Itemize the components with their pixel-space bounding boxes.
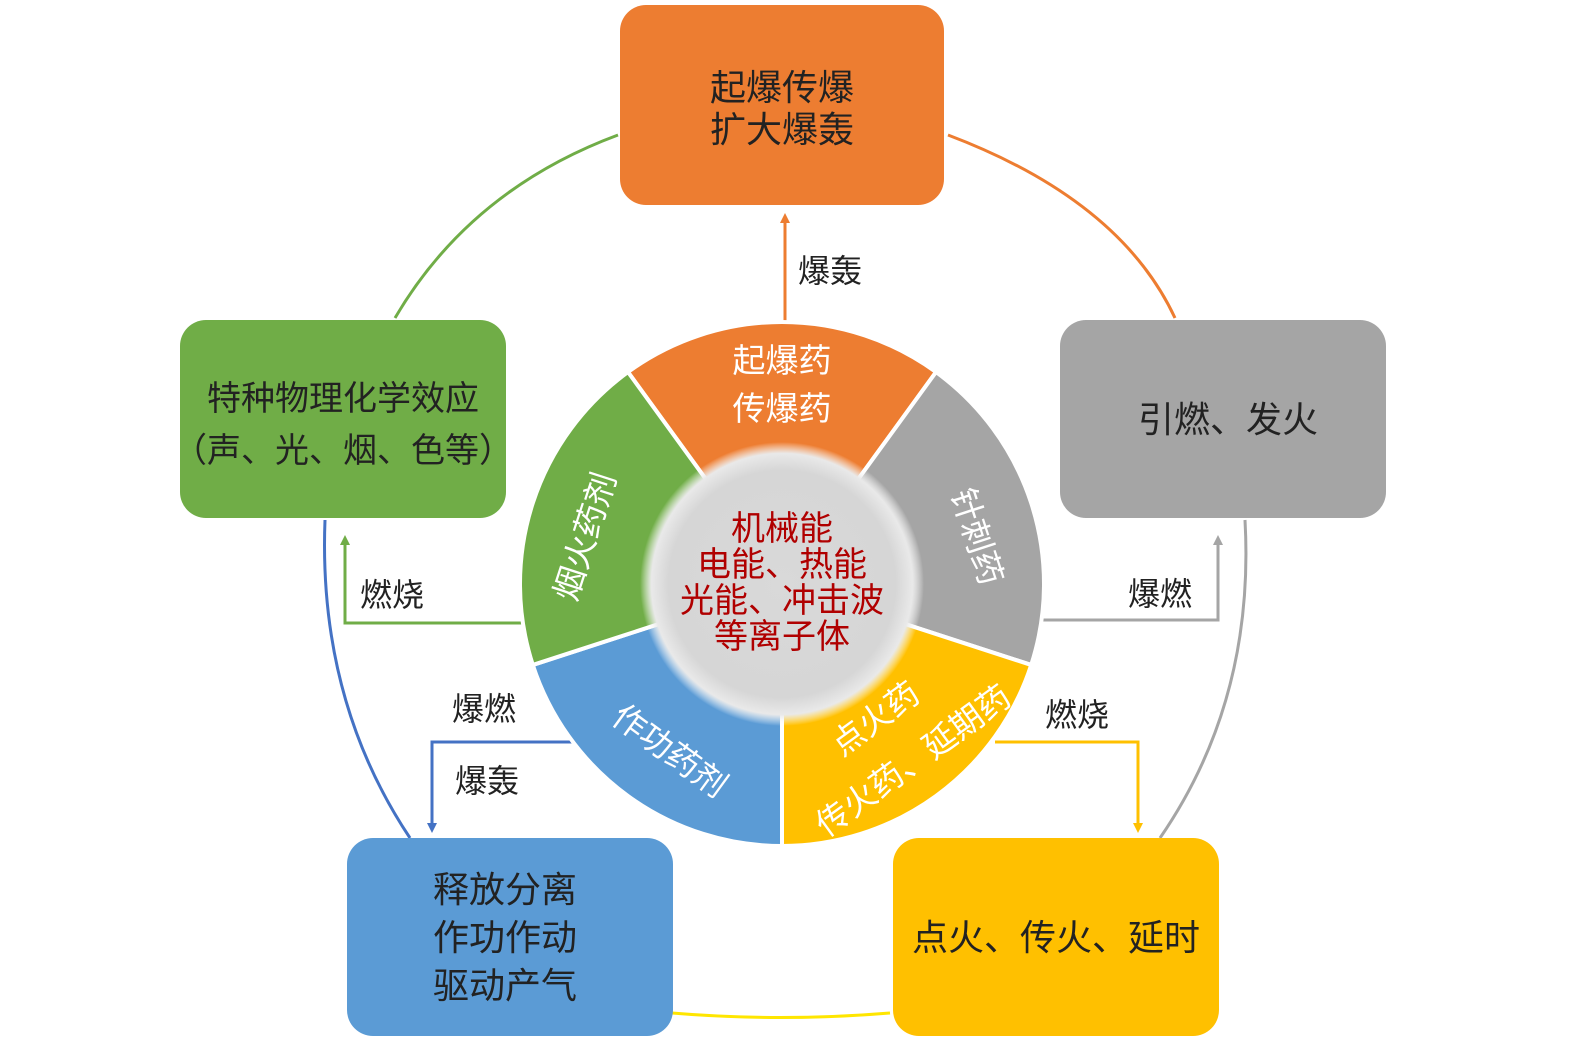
center-line-4: 等离子体 bbox=[714, 617, 850, 657]
edge-label-to-bottom-left-1: 爆燃 bbox=[452, 690, 516, 728]
connector-right bbox=[1040, 535, 1223, 622]
edge-label-to-top: 爆轰 bbox=[798, 252, 862, 290]
box-top-line-1: 起爆传爆 bbox=[710, 68, 854, 109]
arc-bottom-right-to-bottom-left bbox=[671, 1011, 891, 1019]
box-bottom-right-line-1: 点火、传火、延时 bbox=[912, 918, 1200, 959]
connectors bbox=[340, 213, 1223, 833]
connector-bottom-right bbox=[995, 740, 1143, 833]
box-bottom-left-line-2: 作功作动 bbox=[433, 918, 577, 959]
center-line-2: 电能、热能 bbox=[697, 545, 867, 585]
center-line-1: 机械能 bbox=[731, 509, 833, 549]
arc-left-to-top bbox=[393, 133, 619, 319]
box-top-rect bbox=[620, 5, 944, 205]
box-bottom-left-line-3: 驱动产气 bbox=[433, 966, 577, 1007]
arc-top-to-right bbox=[947, 133, 1177, 319]
center-circle bbox=[640, 442, 924, 726]
connector-bottom-left bbox=[427, 740, 572, 833]
segment-top-line-1: 起爆药 bbox=[733, 341, 832, 380]
box-bottom-right: 点火、传火、延时 bbox=[893, 838, 1219, 1036]
box-top-line-2: 扩大爆轰 bbox=[710, 110, 854, 151]
edge-label-to-bottom-left-2: 爆轰 bbox=[455, 762, 519, 800]
box-bottom-right-rect bbox=[893, 838, 1219, 1036]
edge-label-to-bottom-right: 燃烧 bbox=[1045, 696, 1109, 734]
box-left-rect bbox=[180, 320, 506, 518]
box-left: 特种物理化学效应 （声、光、烟、色等） bbox=[173, 320, 513, 518]
box-left-line-1: 特种物理化学效应 bbox=[207, 379, 479, 419]
box-right-rect bbox=[1060, 320, 1386, 518]
center-text: 机械能 电能、热能 光能、冲击波 等离子体 bbox=[680, 509, 884, 657]
edge-label-to-left: 燃烧 bbox=[360, 576, 424, 614]
connector-left bbox=[340, 535, 522, 625]
outer-cycle bbox=[323, 133, 1248, 1019]
box-top: 起爆传爆 扩大爆轰 bbox=[620, 5, 944, 205]
edge-label-to-right: 爆燃 bbox=[1128, 575, 1192, 613]
segment-top-line-2: 传爆药 bbox=[733, 389, 832, 428]
center-line-3: 光能、冲击波 bbox=[680, 581, 884, 621]
arc-right-to-bottom-right bbox=[1158, 519, 1248, 839]
edge-labels: 爆轰 爆燃 燃烧 爆燃 爆轰 燃烧 bbox=[360, 252, 1192, 800]
box-right: 引燃、发火 bbox=[1060, 320, 1386, 518]
box-bottom-left-line-1: 释放分离 bbox=[433, 870, 577, 911]
box-bottom-left-rect bbox=[347, 838, 673, 1036]
box-left-line-2: （声、光、烟、色等） bbox=[173, 431, 513, 471]
box-bottom-left: 释放分离 作功作动 驱动产气 bbox=[347, 838, 673, 1036]
arc-bottom-left-to-left bbox=[323, 519, 412, 839]
box-right-line-1: 引燃、发火 bbox=[1138, 400, 1318, 441]
